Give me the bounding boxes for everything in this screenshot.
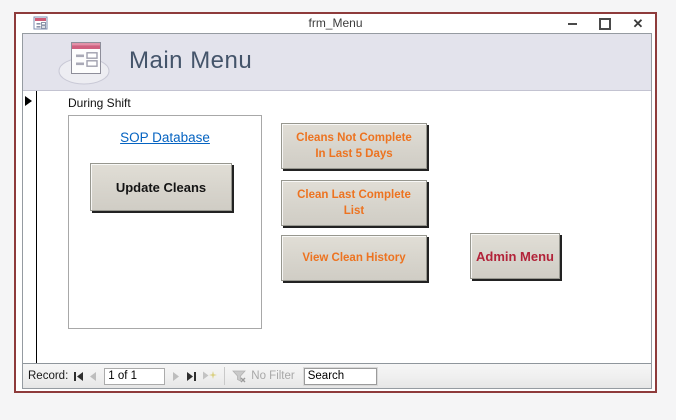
during-shift-group-box: SOP Database Update Cleans [68, 115, 262, 329]
view-clean-history-button[interactable]: View Clean History [281, 235, 427, 281]
minimize-icon [567, 22, 577, 25]
section-label: During Shift [68, 96, 131, 110]
maximize-button[interactable] [598, 17, 612, 31]
minimize-button[interactable] [565, 17, 579, 31]
titlebar: frm_Menu ✕ [16, 14, 655, 33]
clean-last-complete-button[interactable]: Clean Last Complete List [281, 180, 427, 226]
filter-icon [232, 370, 247, 382]
filter-label: No Filter [251, 370, 295, 382]
first-record-icon [74, 371, 84, 381]
admin-menu-button[interactable]: Admin Menu [470, 233, 560, 279]
last-record-button[interactable] [186, 367, 197, 385]
new-record-icon [203, 371, 218, 380]
form-frame: Main Menu During Shift SOP Database Upda… [22, 33, 652, 389]
window-controls: ✕ [565, 14, 645, 33]
page-title: Main Menu [129, 47, 253, 74]
form-icon [57, 39, 115, 92]
current-record-arrow-icon [25, 96, 32, 106]
close-button[interactable]: ✕ [631, 17, 645, 31]
no-filter-indicator: No Filter [232, 370, 295, 383]
first-record-button[interactable] [73, 367, 84, 385]
next-record-button [172, 367, 180, 385]
previous-record-icon [90, 371, 97, 381]
form-detail: During Shift SOP Database Update Cleans … [37, 91, 651, 364]
record-selector-bar[interactable] [23, 91, 37, 364]
form-window-icon [33, 16, 48, 31]
previous-record-button [89, 367, 97, 385]
search-input[interactable] [302, 366, 378, 386]
nav-separator [224, 367, 226, 385]
sop-database-link[interactable]: SOP Database [120, 130, 210, 145]
record-label: Record: [28, 370, 69, 382]
cleans-not-complete-button[interactable]: Cleans Not Complete In Last 5 Days [281, 123, 427, 169]
record-navigation-bar: Record: [23, 363, 651, 388]
last-record-icon [187, 371, 197, 381]
close-icon: ✕ [632, 16, 644, 31]
form-header: Main Menu [23, 34, 651, 91]
record-position-input[interactable] [104, 367, 166, 385]
next-record-icon [173, 371, 180, 381]
maximize-icon [599, 17, 611, 30]
update-cleans-button[interactable]: Update Cleans [90, 163, 232, 211]
form-window: frm_Menu ✕ Main Menu [14, 12, 657, 393]
window-title: frm_Menu [308, 16, 363, 30]
new-record-button [202, 367, 218, 385]
